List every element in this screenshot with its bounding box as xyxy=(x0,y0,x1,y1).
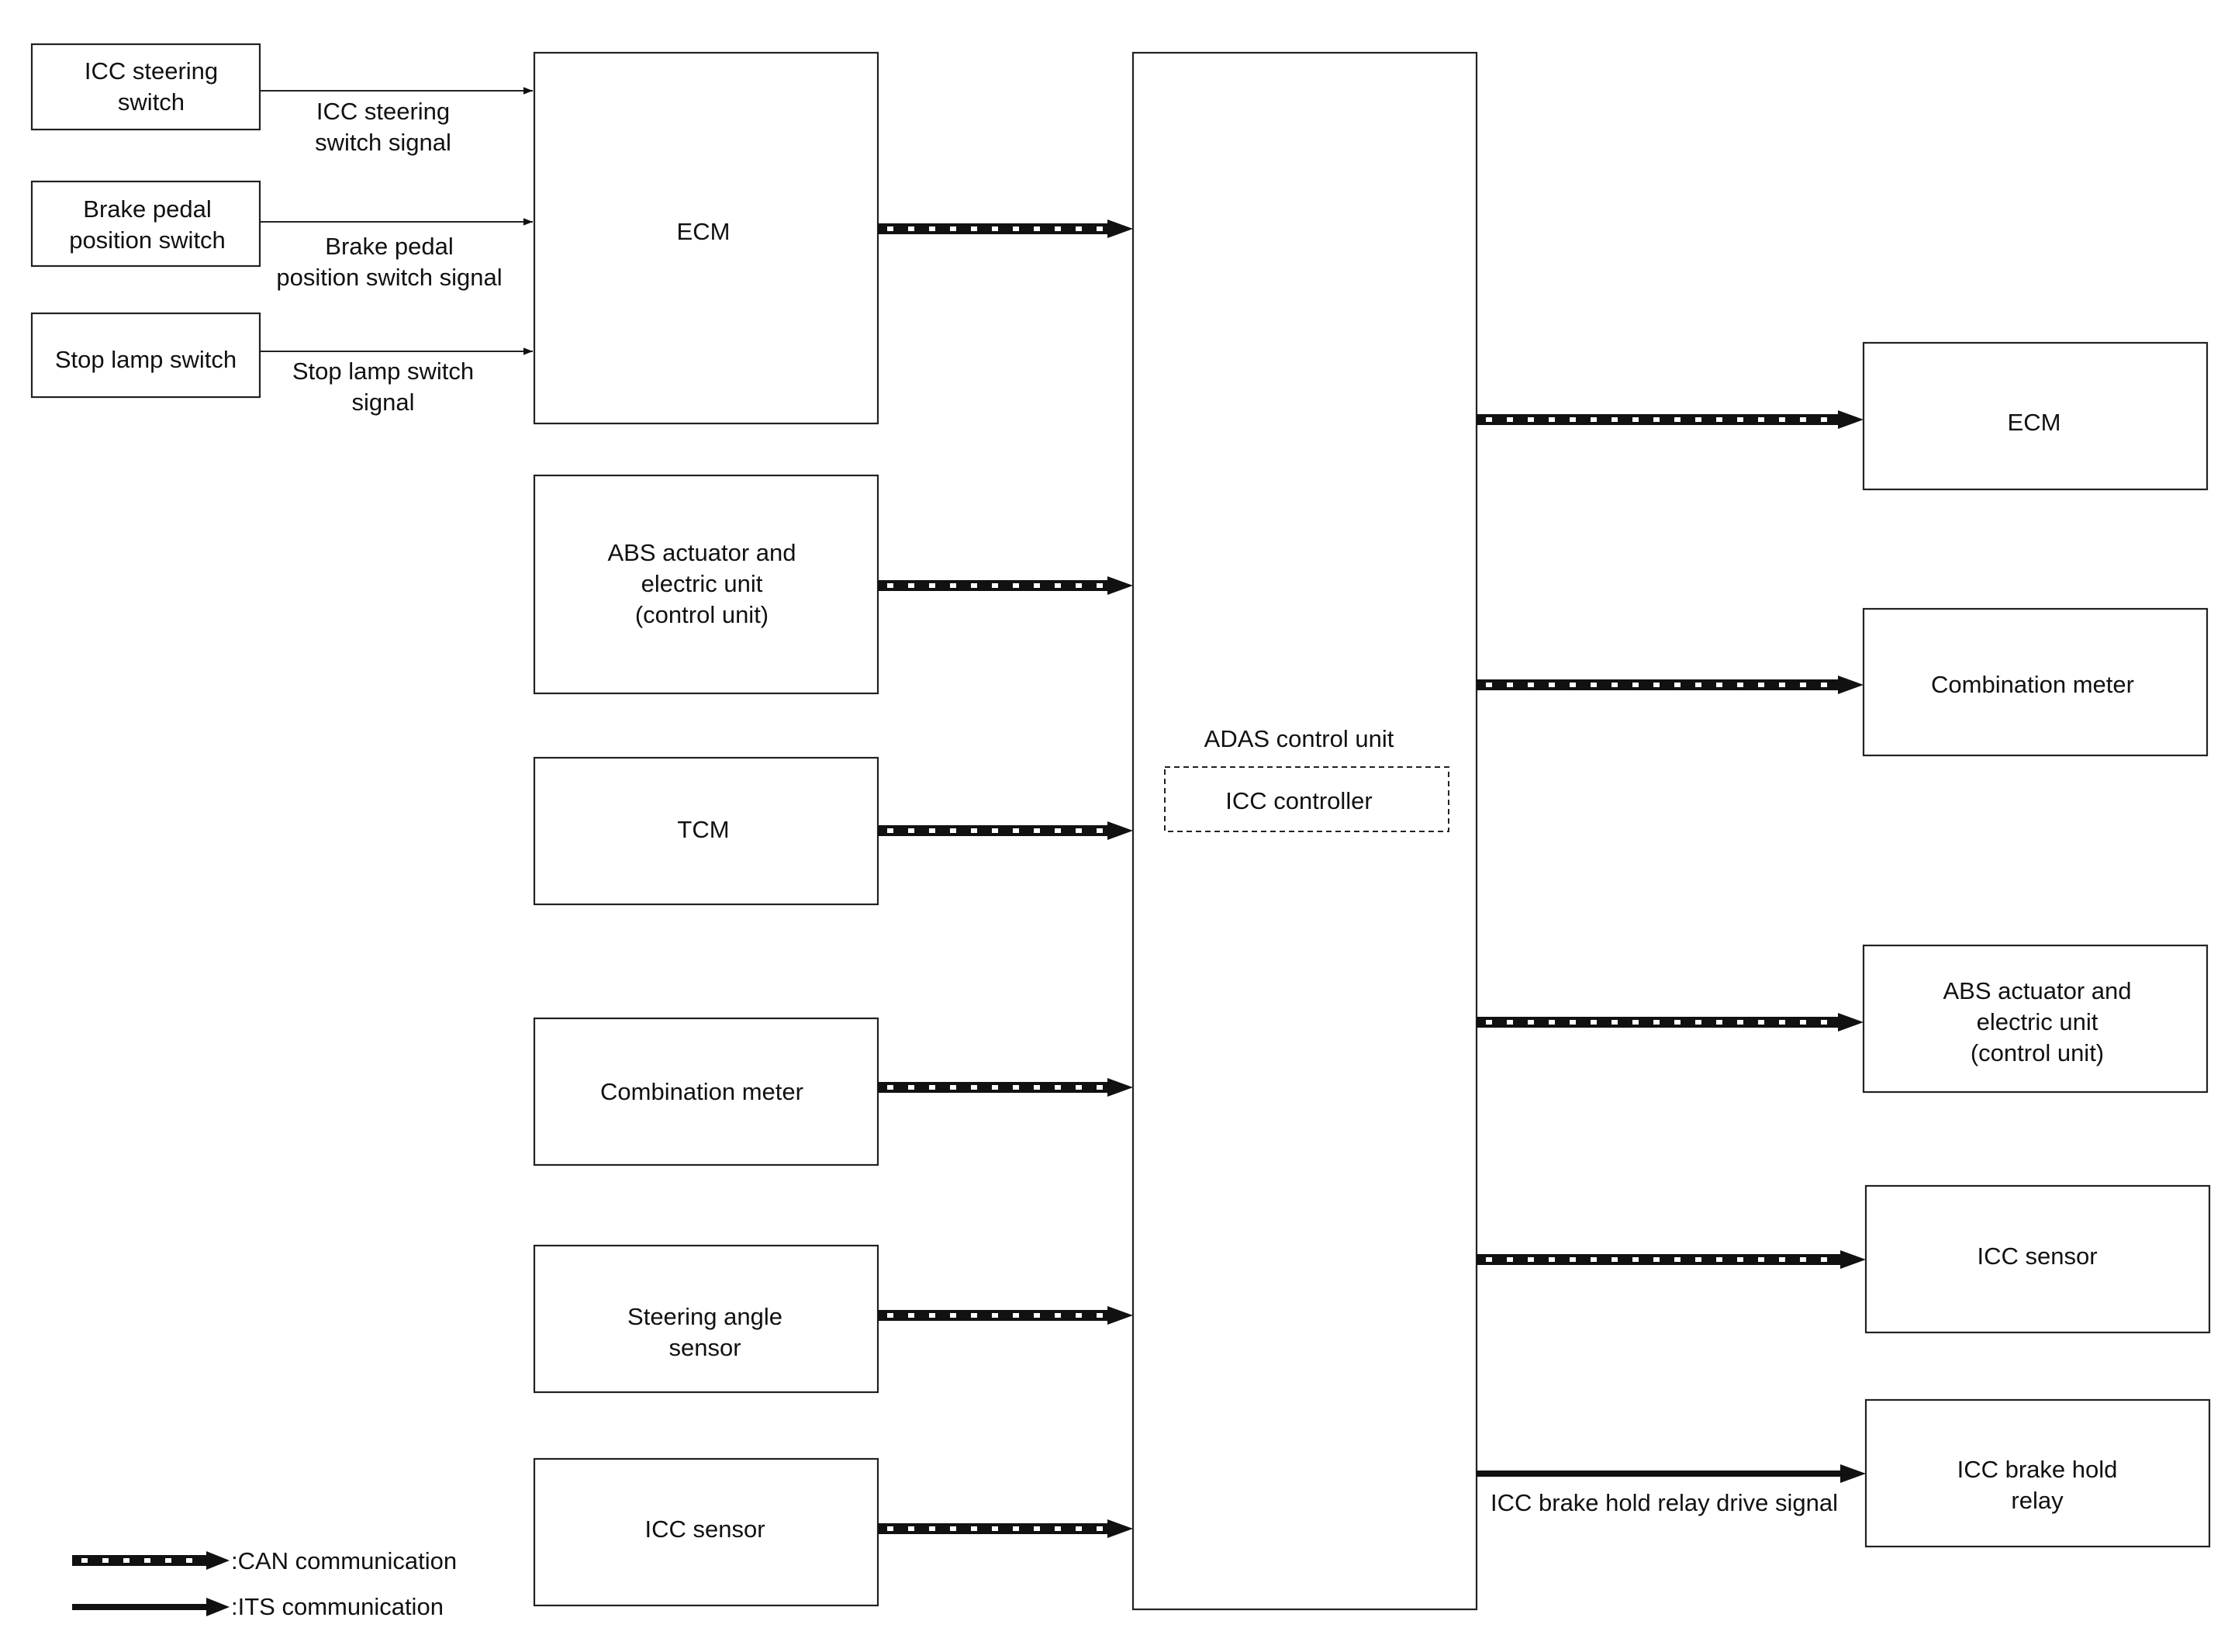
left-combination-meter-box: Combination meter xyxy=(533,1017,879,1166)
can-arrow-right-combination-meter xyxy=(1477,676,1864,694)
stop-lamp-signal-label-2: signal xyxy=(352,389,415,416)
icc-steering-signal-label-2: switch signal xyxy=(315,129,451,156)
brake-hold-relay-label-1: ICC brake hold xyxy=(1957,1456,2118,1483)
right-abs-label-1: ABS actuator and xyxy=(1943,977,2132,1004)
left-ecm-label: ECM xyxy=(677,218,731,245)
stop-lamp-switch-label: Stop lamp switch xyxy=(55,346,237,373)
brake-hold-relay-drive-signal-label: ICC brake hold relay drive signal xyxy=(1491,1489,1838,1516)
can-arrow-right-icc-sensor xyxy=(1477,1250,1866,1269)
steering-angle-sensor-label-1: Steering angle xyxy=(627,1303,782,1330)
can-arrow-left-icc-sensor xyxy=(878,1519,1133,1538)
icc-steering-switch-label-2: switch xyxy=(118,88,185,116)
can-arrow-left-steering-angle xyxy=(878,1306,1133,1325)
left-abs-box: ABS actuator and electric unit (control … xyxy=(533,474,879,695)
icc-steering-switch-label-1: ICC steering xyxy=(85,57,218,85)
brake-pedal-switch-label-1: Brake pedal xyxy=(83,195,211,223)
left-icc-sensor-box: ICC sensor xyxy=(533,1457,879,1607)
adas-control-unit-label: ADAS control unit xyxy=(1204,725,1394,752)
legend-can-line xyxy=(72,1551,230,1570)
can-arrow-left-ecm xyxy=(878,219,1133,238)
right-abs-label-3: (control unit) xyxy=(1971,1039,2104,1066)
can-arrow-right-ecm xyxy=(1477,410,1864,429)
brake-pedal-position-switch-box: Brake pedal position switch xyxy=(30,180,261,268)
icc-controller-label: ICC controller xyxy=(1225,787,1373,814)
legend-its-label: :ITS communication xyxy=(231,1593,444,1620)
left-combination-meter-label: Combination meter xyxy=(600,1078,803,1105)
right-combination-meter-label: Combination meter xyxy=(1931,671,2134,698)
can-arrow-left-combination-meter xyxy=(878,1078,1133,1097)
icc-controller-box xyxy=(1164,766,1449,832)
right-abs-label-2: electric unit xyxy=(1977,1008,2099,1035)
icc-steering-signal-label-1: ICC steering xyxy=(316,98,450,125)
right-icc-sensor-box: ICC sensor xyxy=(1864,1184,2211,1334)
steering-angle-sensor-label-2: sensor xyxy=(668,1334,741,1361)
brake-pedal-signal-label-1: Brake pedal xyxy=(325,233,453,260)
its-arrow-brake-hold-relay xyxy=(1477,1464,1866,1483)
left-abs-label-2: electric unit xyxy=(641,570,763,597)
left-ecm-box: ECM xyxy=(533,51,879,425)
right-ecm-label: ECM xyxy=(2008,409,2061,436)
right-combination-meter-box: Combination meter xyxy=(1862,607,2209,757)
icc-steering-switch-box: ICC steering switch xyxy=(30,43,261,131)
right-abs-box: ABS actuator and electric unit (control … xyxy=(1862,944,2209,1094)
can-arrow-left-tcm xyxy=(878,821,1133,840)
brake-pedal-signal-label-2: position switch signal xyxy=(276,264,502,291)
brake-hold-relay-label-2: relay xyxy=(2011,1487,2064,1514)
legend-can-label: :CAN communication xyxy=(231,1547,457,1574)
brake-pedal-switch-label-2: position switch xyxy=(69,226,226,254)
left-tcm-label: TCM xyxy=(677,816,729,843)
legend-its-line xyxy=(72,1598,230,1616)
left-abs-label-1: ABS actuator and xyxy=(608,539,796,566)
right-icc-sensor-label: ICC sensor xyxy=(1977,1242,2097,1270)
right-ecm-box: ECM xyxy=(1862,341,2209,491)
adas-control-unit-box: ADAS control unit ICC controller xyxy=(1131,51,1478,1611)
left-abs-label-3: (control unit) xyxy=(635,601,769,628)
left-icc-sensor-label: ICC sensor xyxy=(644,1515,765,1543)
can-arrow-left-abs xyxy=(878,576,1133,595)
left-steering-angle-sensor-box: Steering angle sensor xyxy=(533,1244,879,1394)
stop-lamp-switch-box: Stop lamp switch xyxy=(30,312,261,399)
stop-lamp-signal-label-1: Stop lamp switch xyxy=(292,358,474,385)
left-tcm-box: TCM xyxy=(533,756,879,906)
right-icc-brake-hold-relay-box: ICC brake hold relay xyxy=(1864,1398,2211,1548)
can-arrow-right-abs xyxy=(1477,1013,1864,1032)
legend: :CAN communication :ITS communication xyxy=(72,1547,457,1620)
